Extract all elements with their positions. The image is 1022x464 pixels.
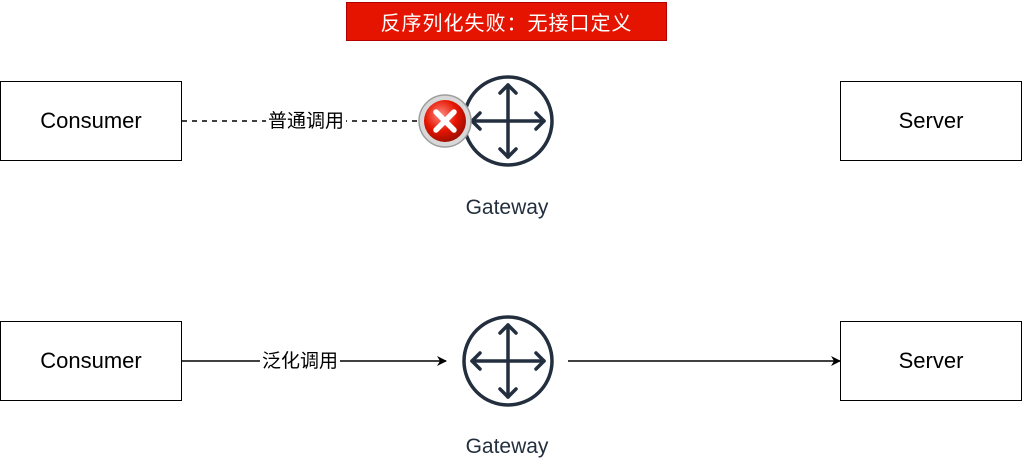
consumer-label: Consumer bbox=[40, 108, 142, 133]
error-banner: 反序列化失败：无接口定义 bbox=[346, 2, 667, 41]
gateway-label: Gateway bbox=[465, 196, 549, 219]
server-box-1[interactable]: Server bbox=[840, 81, 1022, 161]
edge-label-normal-call: 普通调用 bbox=[266, 109, 347, 133]
gateway-label: Gateway bbox=[465, 435, 549, 458]
server-label: Server bbox=[898, 348, 964, 373]
router-arrows-icon[interactable] bbox=[460, 73, 556, 169]
edge-label-generic-call: 泛化调用 bbox=[260, 349, 341, 373]
router-arrows-icon[interactable] bbox=[460, 313, 556, 409]
server-box-2[interactable]: Server bbox=[840, 321, 1022, 401]
consumer-label: Consumer bbox=[40, 348, 142, 373]
consumer-box-2[interactable]: Consumer bbox=[0, 321, 182, 401]
server-label: Server bbox=[898, 108, 964, 133]
red-x-circle-icon bbox=[418, 94, 472, 148]
consumer-box-1[interactable]: Consumer bbox=[0, 81, 182, 161]
